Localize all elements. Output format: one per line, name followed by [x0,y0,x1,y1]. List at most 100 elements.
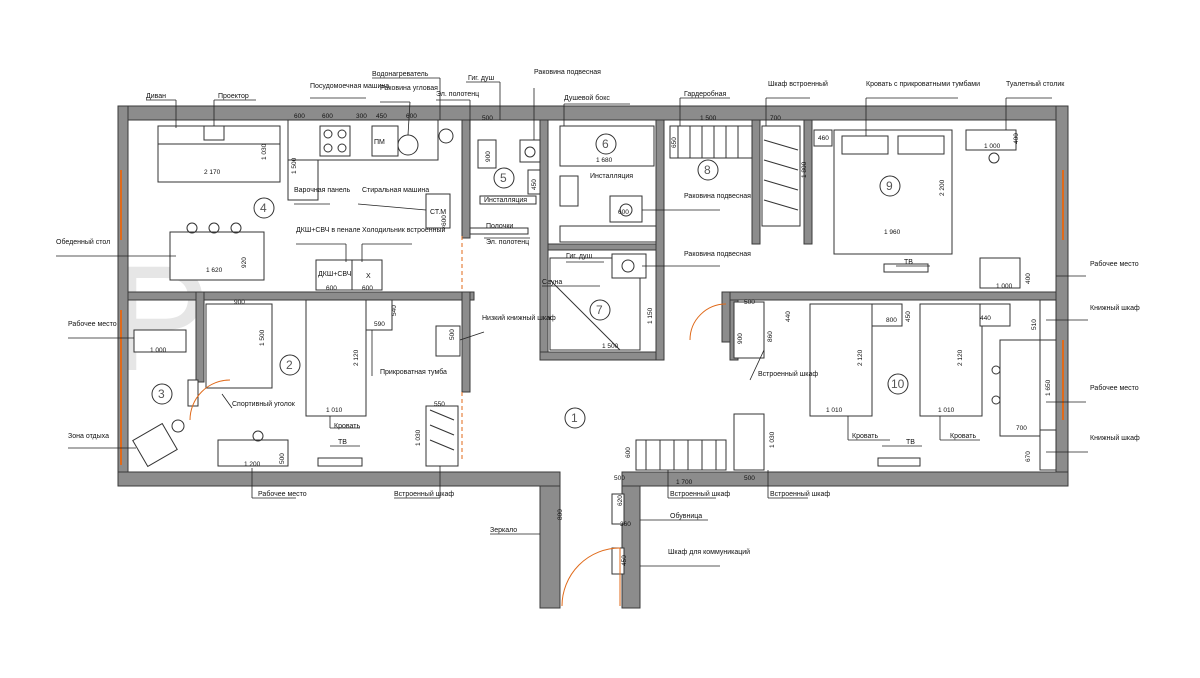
label-krovat-s-tumbami: Кровать с прикроватными тумбами [866,80,980,88]
mark-dksh: ДКШ+СВЧ [318,271,352,278]
room-5-number: 5 [500,171,507,185]
dim: 500 [614,475,625,482]
room-4-furniture [157,119,454,291]
room-4-number: 4 [260,201,267,215]
sauna-7 [549,253,647,351]
label-shkaf-kommunikaciy: Шкаф для коммуникаций [668,548,750,556]
label-installyaciya-6: Инсталляция [590,173,633,180]
label-vstroenny-shkaf-bottom-right: Встроенный шкаф [770,490,830,498]
walls [117,105,1069,609]
dim: 600 [326,285,337,292]
dim: 1 030 [261,143,268,160]
label-rakovina-podvesnaya-top: Раковина подвесная [534,69,601,76]
label-shkaf-vstroenny-top: Шкаф встроенный [768,80,828,88]
dim: 1 150 [647,307,654,324]
label-rabochee-mesto-bottom: Рабочее место [258,490,307,498]
dim: 1 700 [676,479,693,486]
label-vstroenny-shkaf-bottom-left: Встроенный шкаф [394,490,454,498]
label-rakovina-uglovaya: Раковина угловая [380,85,438,92]
dim: 1 960 [884,229,901,236]
dim: 450 [531,179,538,190]
room-7-number: 7 [596,303,603,317]
room-3-number: 3 [158,387,165,401]
dim: 540 [391,305,398,316]
label-polochki: Полочки [486,223,513,230]
label-rabochee-mesto-left: Рабочее место [68,320,117,328]
dim: 1 650 [1045,379,1052,396]
dim: 860 [767,331,774,342]
dim: 2 120 [957,349,964,366]
dim: 1 500 [259,329,266,346]
dim: 1 010 [938,407,955,414]
annotation-labels: Диван Проектор Посудомоечная машина Водо… [56,69,1140,556]
label-vstroenny-shkaf-mid: Встроенный шкаф [758,370,818,378]
label-nizkiy-knizhny-shkaf: Низкий книжный шкаф [482,314,556,322]
dim: 650 [671,137,678,148]
dim: 2 200 [939,179,946,196]
dim: 700 [770,115,781,122]
appliance-marks: ПМ СТ.М ДКШ+СВЧ X [318,139,446,280]
label-rabochee-mesto-10: Рабочее место [1090,384,1139,392]
hall-closets [611,301,765,575]
room-2-number: 2 [286,358,293,372]
dim: 620 [617,495,624,506]
dim: 500 [744,299,755,306]
label-sportivny-ugolok: Спортивный уголок [232,400,296,408]
dim: 670 [1025,451,1032,462]
dim: 1 200 [244,461,261,468]
label-krovat-10b: Кровать [950,433,976,440]
dim: 450 [376,113,387,120]
label-obedenny-stol: Обеденный стол [56,238,110,246]
leader-lines [56,77,1088,567]
label-el-polotenc-top: Эл. полотенц [436,91,479,98]
dim: 600 [441,215,448,226]
dim: 800 [886,317,897,324]
label-zerkalo: Зеркало [490,527,517,534]
label-varochnaya-panel: Варочная панель [294,187,351,194]
dim: 1 800 [801,161,808,178]
label-krovat-2: Кровать [334,423,360,430]
label-obuvnica: Обувница [670,512,702,520]
windows [120,170,1064,465]
dim: 1 030 [415,429,422,446]
label-proektor: Проектор [218,93,249,100]
label-knizhny-shkaf-top: Книжный шкаф [1090,304,1140,312]
dim: 1 680 [596,157,613,164]
label-tv-2: ТВ [338,439,347,446]
dim: 1 000 [984,143,1001,150]
dim: 460 [818,135,829,142]
label-divan: Диван [146,93,166,100]
dim: 500 [482,115,493,122]
dim: 1 000 [996,283,1013,290]
label-tualetny-stolik: Туалетный столик [1006,80,1065,88]
room-1-number: 1 [571,411,578,425]
dim: 600 [625,447,632,458]
label-holodilnik: Холодильник встроенный [362,226,446,234]
label-krovat-10a: Кровать [852,433,878,440]
bathroom-6 [559,125,657,243]
label-el-polotenc-mid: Эл. полотенц [486,239,529,246]
dim: 700 [1016,425,1027,432]
dim: 1 500 [291,157,298,174]
label-knizhny-shkaf-bottom: Книжный шкаф [1090,434,1140,442]
dim: 600 [322,113,333,120]
label-stiralnaya-mashina: Стиральная машина [362,187,429,194]
label-dushevoy-boks: Душевой бокс [564,94,610,102]
label-garderobnaya: Гардеробная [684,90,727,98]
label-vstroenny-shkaf-bottom-mid: Встроенный шкаф [670,490,730,498]
room-numbers: 1 2 3 4 5 6 7 8 9 10 [151,133,909,429]
label-dkshsvch: ДКШ+СВЧ в пенале [296,227,361,234]
label-rabochee-mesto-9: Рабочее место [1090,260,1139,268]
dim: 1 010 [326,407,343,414]
dim: 2 120 [353,349,360,366]
label-sauna: Сауна [542,279,562,286]
dim: 400 [1013,133,1020,144]
dim: 900 [234,299,245,306]
dim: 510 [1031,319,1038,330]
room-6-number: 6 [602,137,609,151]
dim: 450 [621,555,628,566]
label-tv-10: ТВ [906,439,915,446]
label-gig-dush-mid: Гиг. душ [566,253,592,260]
dim: 920 [241,257,248,268]
